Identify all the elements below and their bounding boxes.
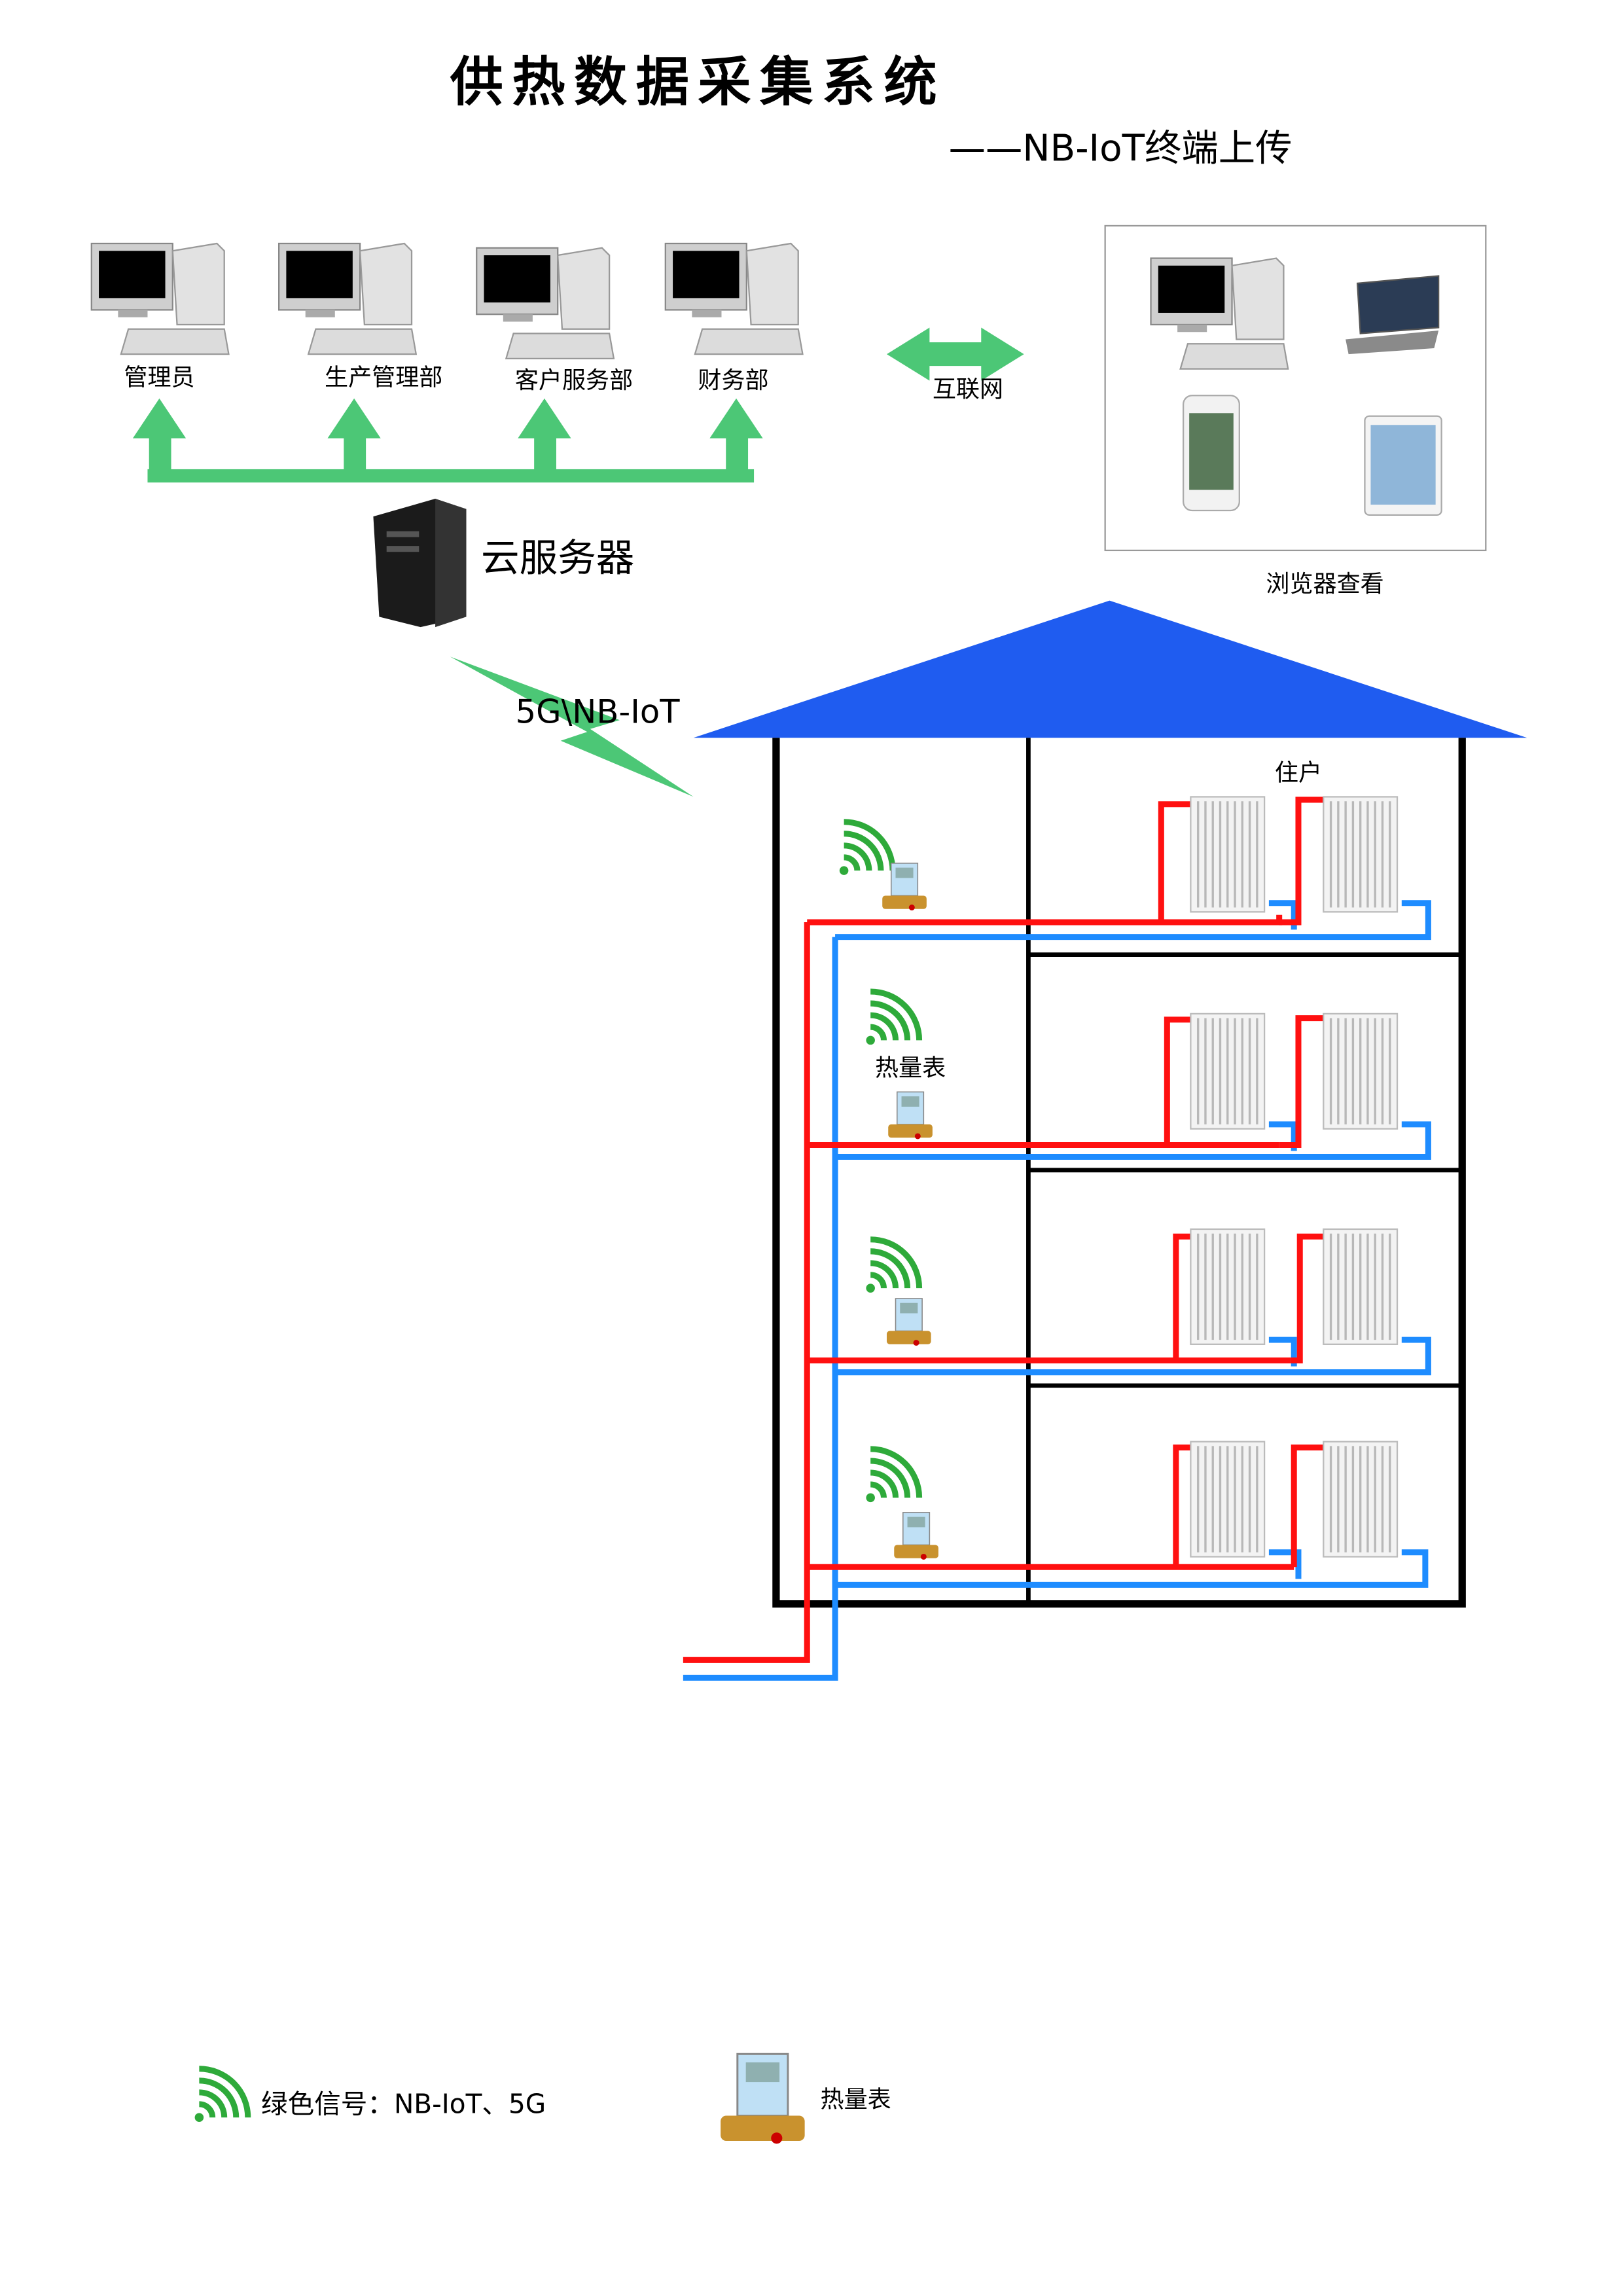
wifi-signal-icon (866, 1240, 919, 1293)
computer-icon (277, 242, 417, 355)
smartphone-icon (1183, 395, 1240, 512)
wifi-signal-icon (866, 1449, 919, 1502)
return-main-pipe (683, 937, 838, 1681)
building-frame (772, 738, 1466, 1608)
double-arrow-icon (886, 327, 1024, 381)
heat-meter-icon (893, 1511, 940, 1561)
floor-2: 热量表 (807, 992, 1431, 1160)
wifi-signal-icon (840, 822, 893, 875)
legend-signal-label: 绿色信号：NB-IoT、5G (261, 2088, 546, 2119)
wifi-signal-icon (866, 992, 919, 1045)
legend-wifi-signal-icon (195, 2069, 248, 2122)
computer-icon (476, 247, 615, 359)
floor-supply-pipe (807, 914, 1283, 925)
radiator-icon (1322, 1228, 1399, 1346)
laptop-icon (1346, 275, 1440, 355)
department-label: 管理员 (124, 363, 194, 391)
radiator-icon (1189, 1013, 1266, 1130)
lightning-link-icon (450, 656, 694, 797)
diagram-subtitle: ——NB-IoT终端上传 (949, 128, 1293, 170)
link-label: 5G\NB-IoT (516, 693, 681, 731)
floor-4 (807, 1440, 1429, 1588)
radiator-icon (1189, 1440, 1266, 1558)
computer-icon (664, 242, 804, 355)
server-label: 云服务器 (481, 535, 634, 580)
distribution-arrows (132, 398, 763, 483)
supply-main-pipe (683, 922, 810, 1663)
radiator-icon (1189, 1228, 1266, 1346)
diagram-title: 供热数据采集系统 (450, 51, 946, 113)
radiator-icon (1322, 795, 1399, 913)
department-label: 客户服务部 (515, 367, 633, 394)
heat-meter-icon (882, 862, 927, 912)
resident-label: 住户 (1275, 759, 1322, 787)
heat-meter-icon (887, 1091, 933, 1140)
radiator-icon (1189, 795, 1266, 913)
legend-meter-label: 热量表 (821, 2085, 891, 2113)
house-roof (693, 600, 1527, 738)
legend-heat-meter-icon (721, 2054, 805, 2144)
floor-return-pipe (835, 900, 1431, 941)
legend: 绿色信号：NB-IoT、5G 热量表 (195, 2054, 891, 2144)
radiator-icon (1322, 1440, 1399, 1558)
browser-label: 浏览器查看 (1266, 570, 1383, 598)
internet-label: 互联网 (933, 375, 1003, 403)
heat-meter-icon (885, 1297, 932, 1347)
server-icon (373, 499, 467, 628)
floor-1 (807, 795, 1431, 941)
tablet-icon (1364, 415, 1442, 516)
department-label: 财务部 (698, 367, 768, 394)
floor-3 (807, 1228, 1431, 1376)
radiator-icon (1322, 1013, 1399, 1130)
computer-icon (90, 242, 230, 355)
meter-label: 热量表 (875, 1054, 946, 1082)
department-label: 生产管理部 (325, 363, 442, 391)
